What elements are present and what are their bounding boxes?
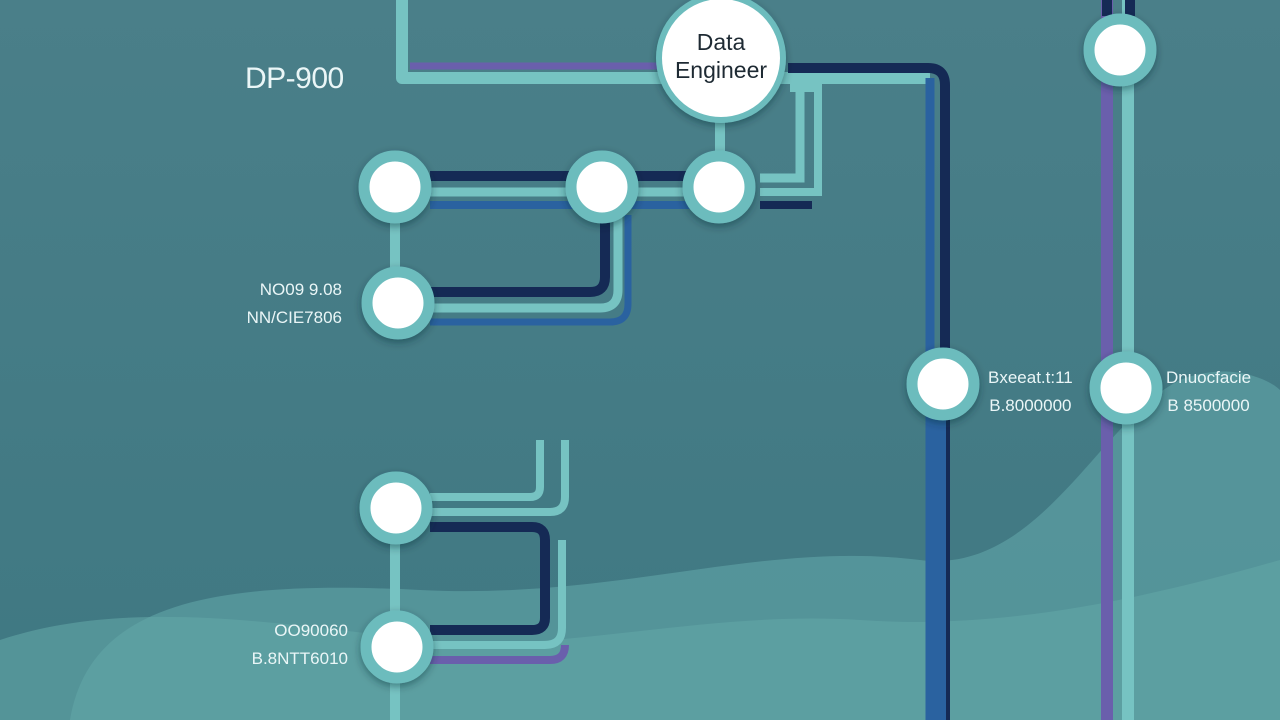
connector-l3-teal-b [430,440,569,516]
hub-label-line1: Data [696,29,746,55]
circle-node-icon [361,266,435,340]
circle-node-icon [360,610,434,684]
connector-hub-loop-b [760,84,822,196]
connector-right-top-navy [1102,0,1135,16]
label-left-upper-line2: NN/CIE7806 [246,308,342,327]
label-far-right: Dnuocfacie B 8500000 [1166,364,1251,420]
circle-node-icon [1083,13,1157,87]
connector-l3-teal-a [430,440,544,501]
circle-node-icon [358,150,432,224]
connector-hub-loop-a [760,92,805,183]
label-left-upper: NO09 9.08 NN/CIE7806 [247,276,342,332]
connector-l4-teal [430,540,566,649]
connector-l2-blue [430,215,632,326]
connector-hub-navy [788,63,950,720]
hub-label: Data Engineer [656,28,786,84]
label-left-lower-line1: OO90060 [274,621,348,640]
background-wave-lower [0,560,1280,720]
label-right-center-line1: Bxeeat.t:11 [988,368,1073,387]
label-left-upper-line1: NO09 9.08 [259,280,342,299]
label-right-center: Bxeeat.t:11 B.8000000 [988,364,1073,420]
circle-node-icon [1089,351,1163,425]
label-left-lower-line2: B.8NTT6010 [251,649,348,668]
connector-l3-loop-navy [430,522,550,635]
circle-node-icon [565,150,639,224]
label-far-right-line1: Dnuocfacie [1166,368,1252,387]
label-right-center-line2: B.8000000 [989,396,1072,415]
connector-l2-navy [430,215,610,297]
label-far-right-line2: B 8500000 [1167,396,1250,415]
label-left-lower: OO90060 B.8NTT6010 [252,617,348,673]
circle-node-icon [359,471,433,545]
hub-label-line2: Engineer [674,57,768,83]
connector-l4-purple [430,644,569,664]
hub-node [656,0,786,123]
connector-l2-teal [430,215,623,313]
diagram-title: DP-900 [245,62,344,95]
circle-node-icon [906,347,980,421]
circle-node-icon [682,150,756,224]
